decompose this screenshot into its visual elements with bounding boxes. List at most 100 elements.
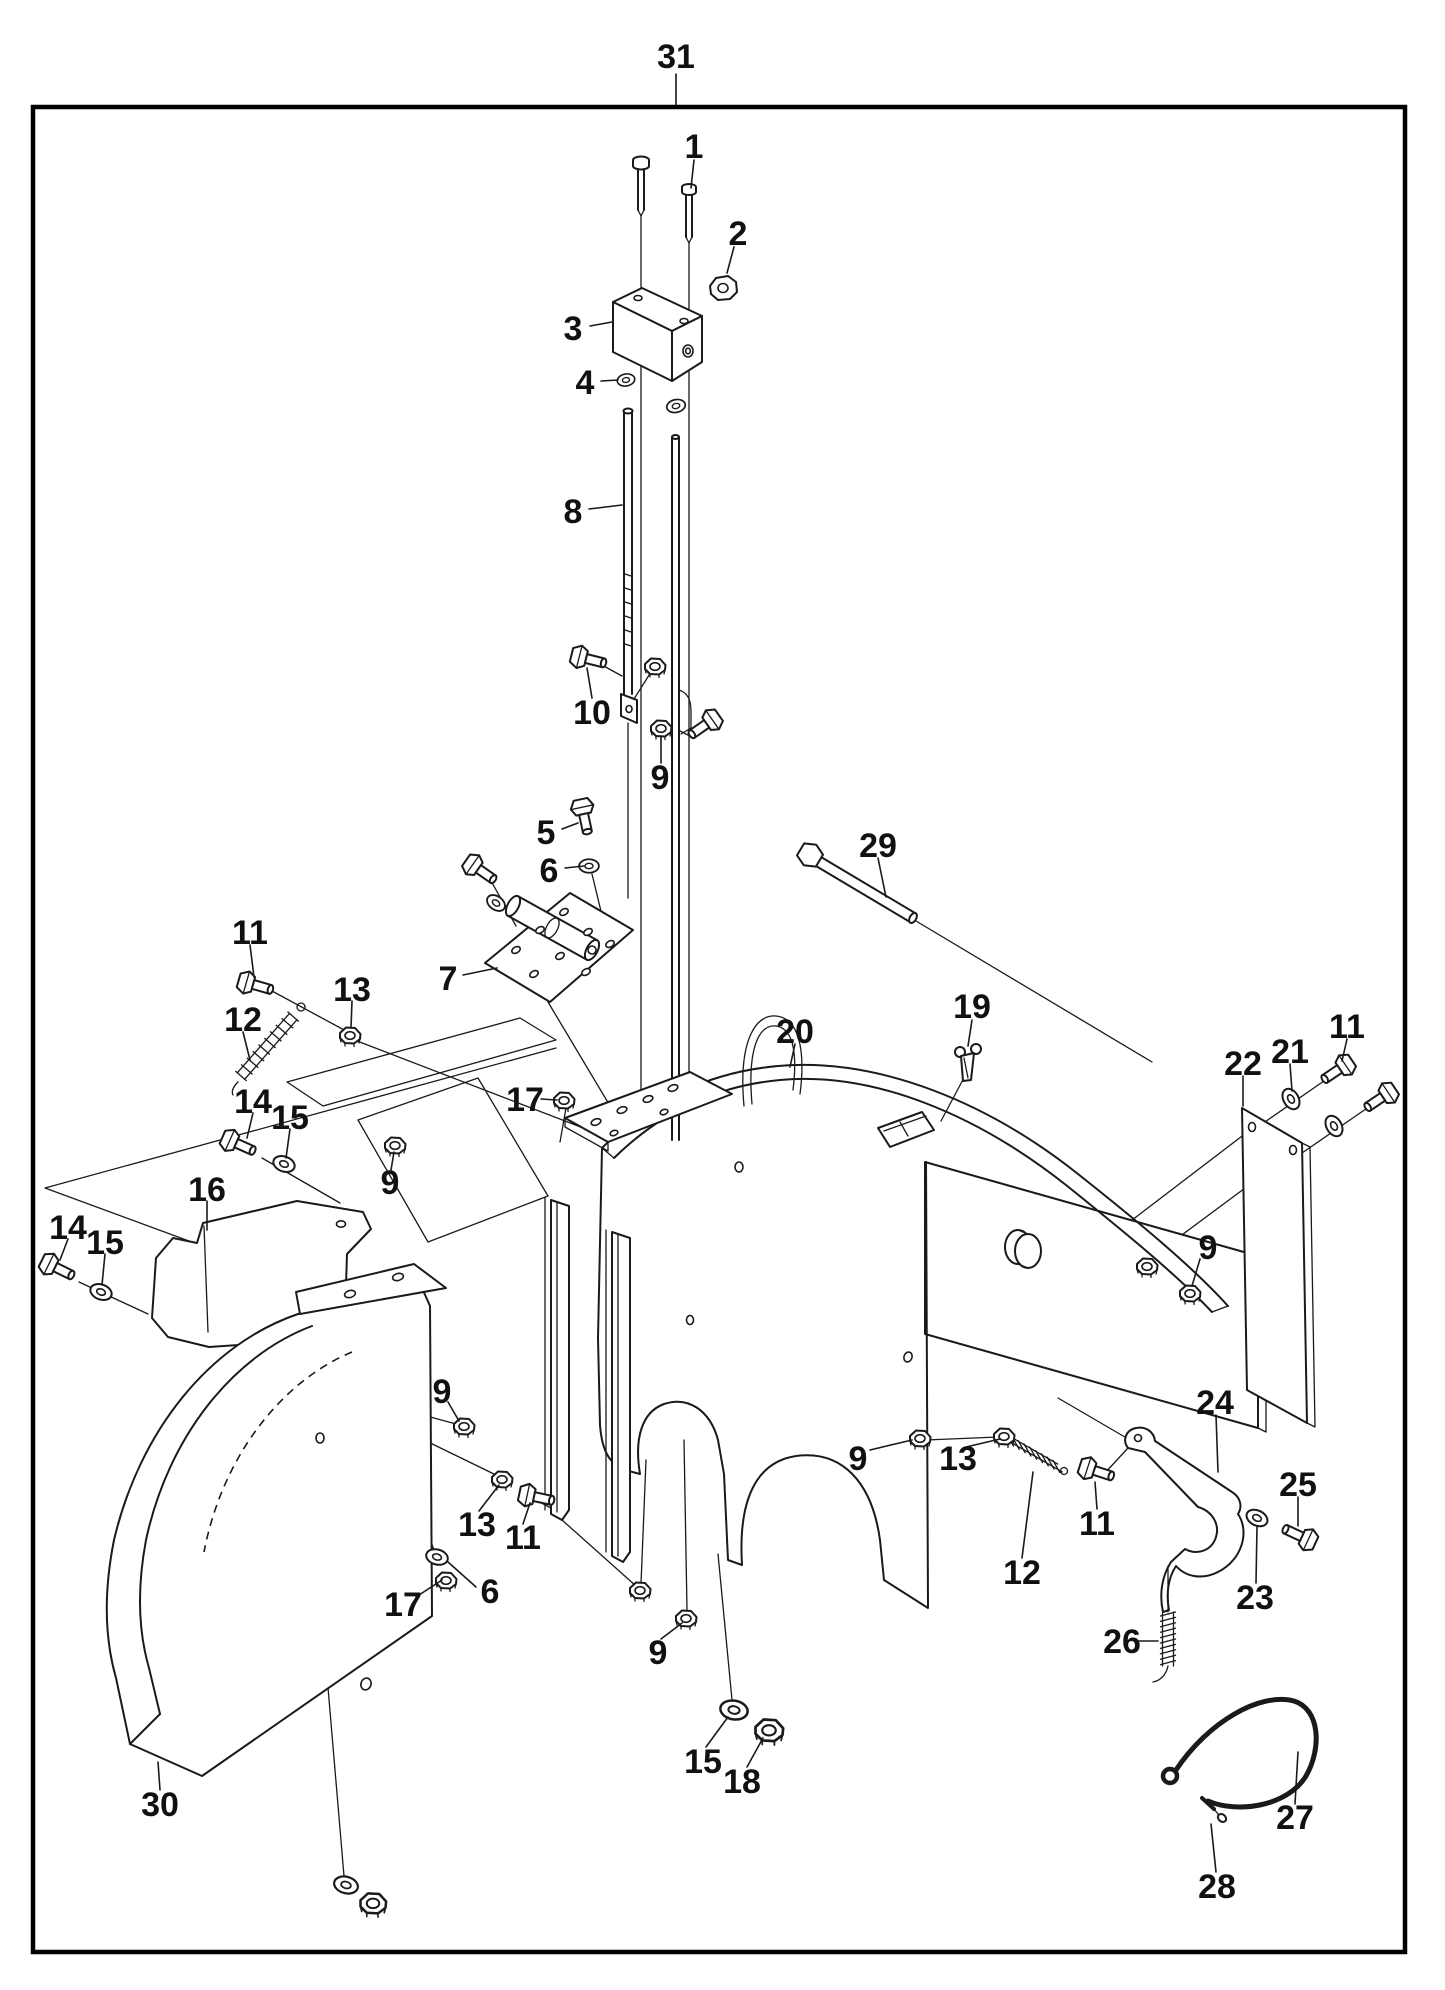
callout-33-9: 9 <box>849 1440 868 1478</box>
callout-26-11: 11 <box>505 1519 541 1557</box>
callout-24-9: 9 <box>433 1373 452 1411</box>
callout-5-8: 8 <box>564 493 583 531</box>
part-spring-12-left <box>231 1002 306 1096</box>
callout-10-7: 7 <box>439 960 458 998</box>
callout-16-13: 13 <box>333 971 371 1009</box>
callout-20-9: 9 <box>381 1164 400 1202</box>
leader-lines <box>59 73 1348 1873</box>
callout-30-9: 9 <box>649 1634 668 1672</box>
callout-28-17: 17 <box>384 1586 422 1624</box>
part-screws-and-rods <box>620 155 697 1141</box>
callout-17-14: 14 <box>234 1083 272 1121</box>
washer-15b <box>87 1280 115 1304</box>
callout-32-18: 18 <box>723 1763 761 1801</box>
part-guard-rails <box>544 1197 631 1563</box>
callout-27-6: 6 <box>481 1573 500 1611</box>
callout-4-4: 4 <box>576 364 595 402</box>
nut-13-left <box>339 1026 362 1048</box>
callout-44-26: 26 <box>1103 1623 1141 1661</box>
part-clip-19 <box>954 1043 982 1082</box>
oring-4a <box>615 371 637 389</box>
screw-short <box>681 183 697 196</box>
callout-25-13: 13 <box>458 1506 496 1544</box>
part-blade-guard-20 <box>564 1015 1267 1609</box>
callout-36-11: 11 <box>1079 1505 1115 1543</box>
nut-9-center <box>675 1609 698 1631</box>
callout-21-14: 14 <box>49 1209 87 1247</box>
bolt-11-right2 <box>1358 1077 1403 1119</box>
callout-40-11: 11 <box>1329 1008 1365 1046</box>
bolt-25 <box>1277 1516 1322 1555</box>
nut-top-a <box>644 657 667 679</box>
callout-34-13: 13 <box>939 1440 977 1478</box>
callout-1-1: 1 <box>685 128 704 166</box>
washer-23 <box>1242 1505 1272 1531</box>
bolt-14b <box>35 1249 80 1288</box>
callout-19-16: 16 <box>188 1171 226 1209</box>
rod-8 <box>620 407 638 899</box>
part-cable-27 <box>1160 1697 1319 1823</box>
bolt-11-left <box>234 968 278 1003</box>
callout-46-28: 28 <box>1198 1868 1236 1906</box>
callout-37-9: 9 <box>1199 1229 1218 1267</box>
plane-outline-mid <box>357 1077 549 1243</box>
callout-23-17: 17 <box>506 1081 544 1119</box>
callout-31-15: 15 <box>684 1743 722 1781</box>
bolt-11c <box>1075 1453 1119 1489</box>
washer-bottom <box>331 1872 361 1898</box>
part-guard-half-30 <box>105 1263 447 1777</box>
nut-bottom-left <box>359 1892 388 1919</box>
callout-3-3: 3 <box>564 310 583 348</box>
plane-outline-left <box>286 1017 557 1107</box>
bolt-5 <box>568 795 601 838</box>
callout-2-2: 2 <box>729 215 748 253</box>
bolt-10 <box>567 642 610 676</box>
bolt-14a <box>216 1125 261 1164</box>
nut-18 <box>754 1718 785 1747</box>
callout-41-24: 24 <box>1196 1384 1234 1422</box>
callout-7-9: 9 <box>651 759 670 797</box>
washer-21b <box>1321 1111 1347 1141</box>
callout-13-20: 20 <box>776 1013 814 1051</box>
callout-15-12: 12 <box>224 1001 262 1039</box>
nut-9-guard30 <box>453 1417 476 1439</box>
part-fitting-2 <box>709 275 738 301</box>
part-block-3 <box>612 287 703 382</box>
callout-38-22: 22 <box>1224 1045 1262 1083</box>
callout-22-15: 15 <box>86 1224 124 1262</box>
nut-13-cluster <box>993 1427 1016 1449</box>
callout-8-5: 5 <box>537 814 556 852</box>
washer-15a <box>270 1152 298 1176</box>
nut-9-left <box>384 1136 407 1158</box>
callout-0-31: 31 <box>657 38 695 76</box>
part-plate-22 <box>1241 1107 1316 1428</box>
washer-15c <box>717 1697 751 1723</box>
callout-6-10: 10 <box>573 694 611 732</box>
nut-13-bottom <box>491 1470 514 1492</box>
nut-17-mid <box>553 1091 576 1113</box>
callout-14-11: 11 <box>232 914 268 952</box>
callout-labels: 31 1 2 3 4 8 10 9 5 6 7 29 19 20 11 12 1… <box>49 38 1365 1906</box>
screw-long <box>632 155 650 171</box>
callout-35-12: 12 <box>1003 1554 1041 1592</box>
callout-9-6: 6 <box>540 852 559 890</box>
part-bolt-29 <box>795 842 918 925</box>
callout-29-30: 30 <box>141 1786 179 1824</box>
construction-lines <box>44 663 1377 1877</box>
washer-6b <box>483 890 509 916</box>
rod-right <box>671 434 692 1141</box>
bolt-11-right1 <box>1315 1049 1360 1091</box>
part-hinge-7 <box>484 892 634 1003</box>
callout-45-27: 27 <box>1276 1799 1314 1837</box>
nut-center-a <box>629 1581 652 1603</box>
part-hook-bracket-24 <box>1124 1426 1245 1613</box>
callout-18-15: 15 <box>271 1099 309 1137</box>
callout-43-23: 23 <box>1236 1579 1274 1617</box>
callout-11-29: 29 <box>859 827 897 865</box>
frame-border <box>30 104 1408 1955</box>
callout-39-21: 21 <box>1271 1033 1309 1071</box>
part-spring-26 <box>1152 1565 1177 1683</box>
callout-12-19: 19 <box>953 988 991 1026</box>
